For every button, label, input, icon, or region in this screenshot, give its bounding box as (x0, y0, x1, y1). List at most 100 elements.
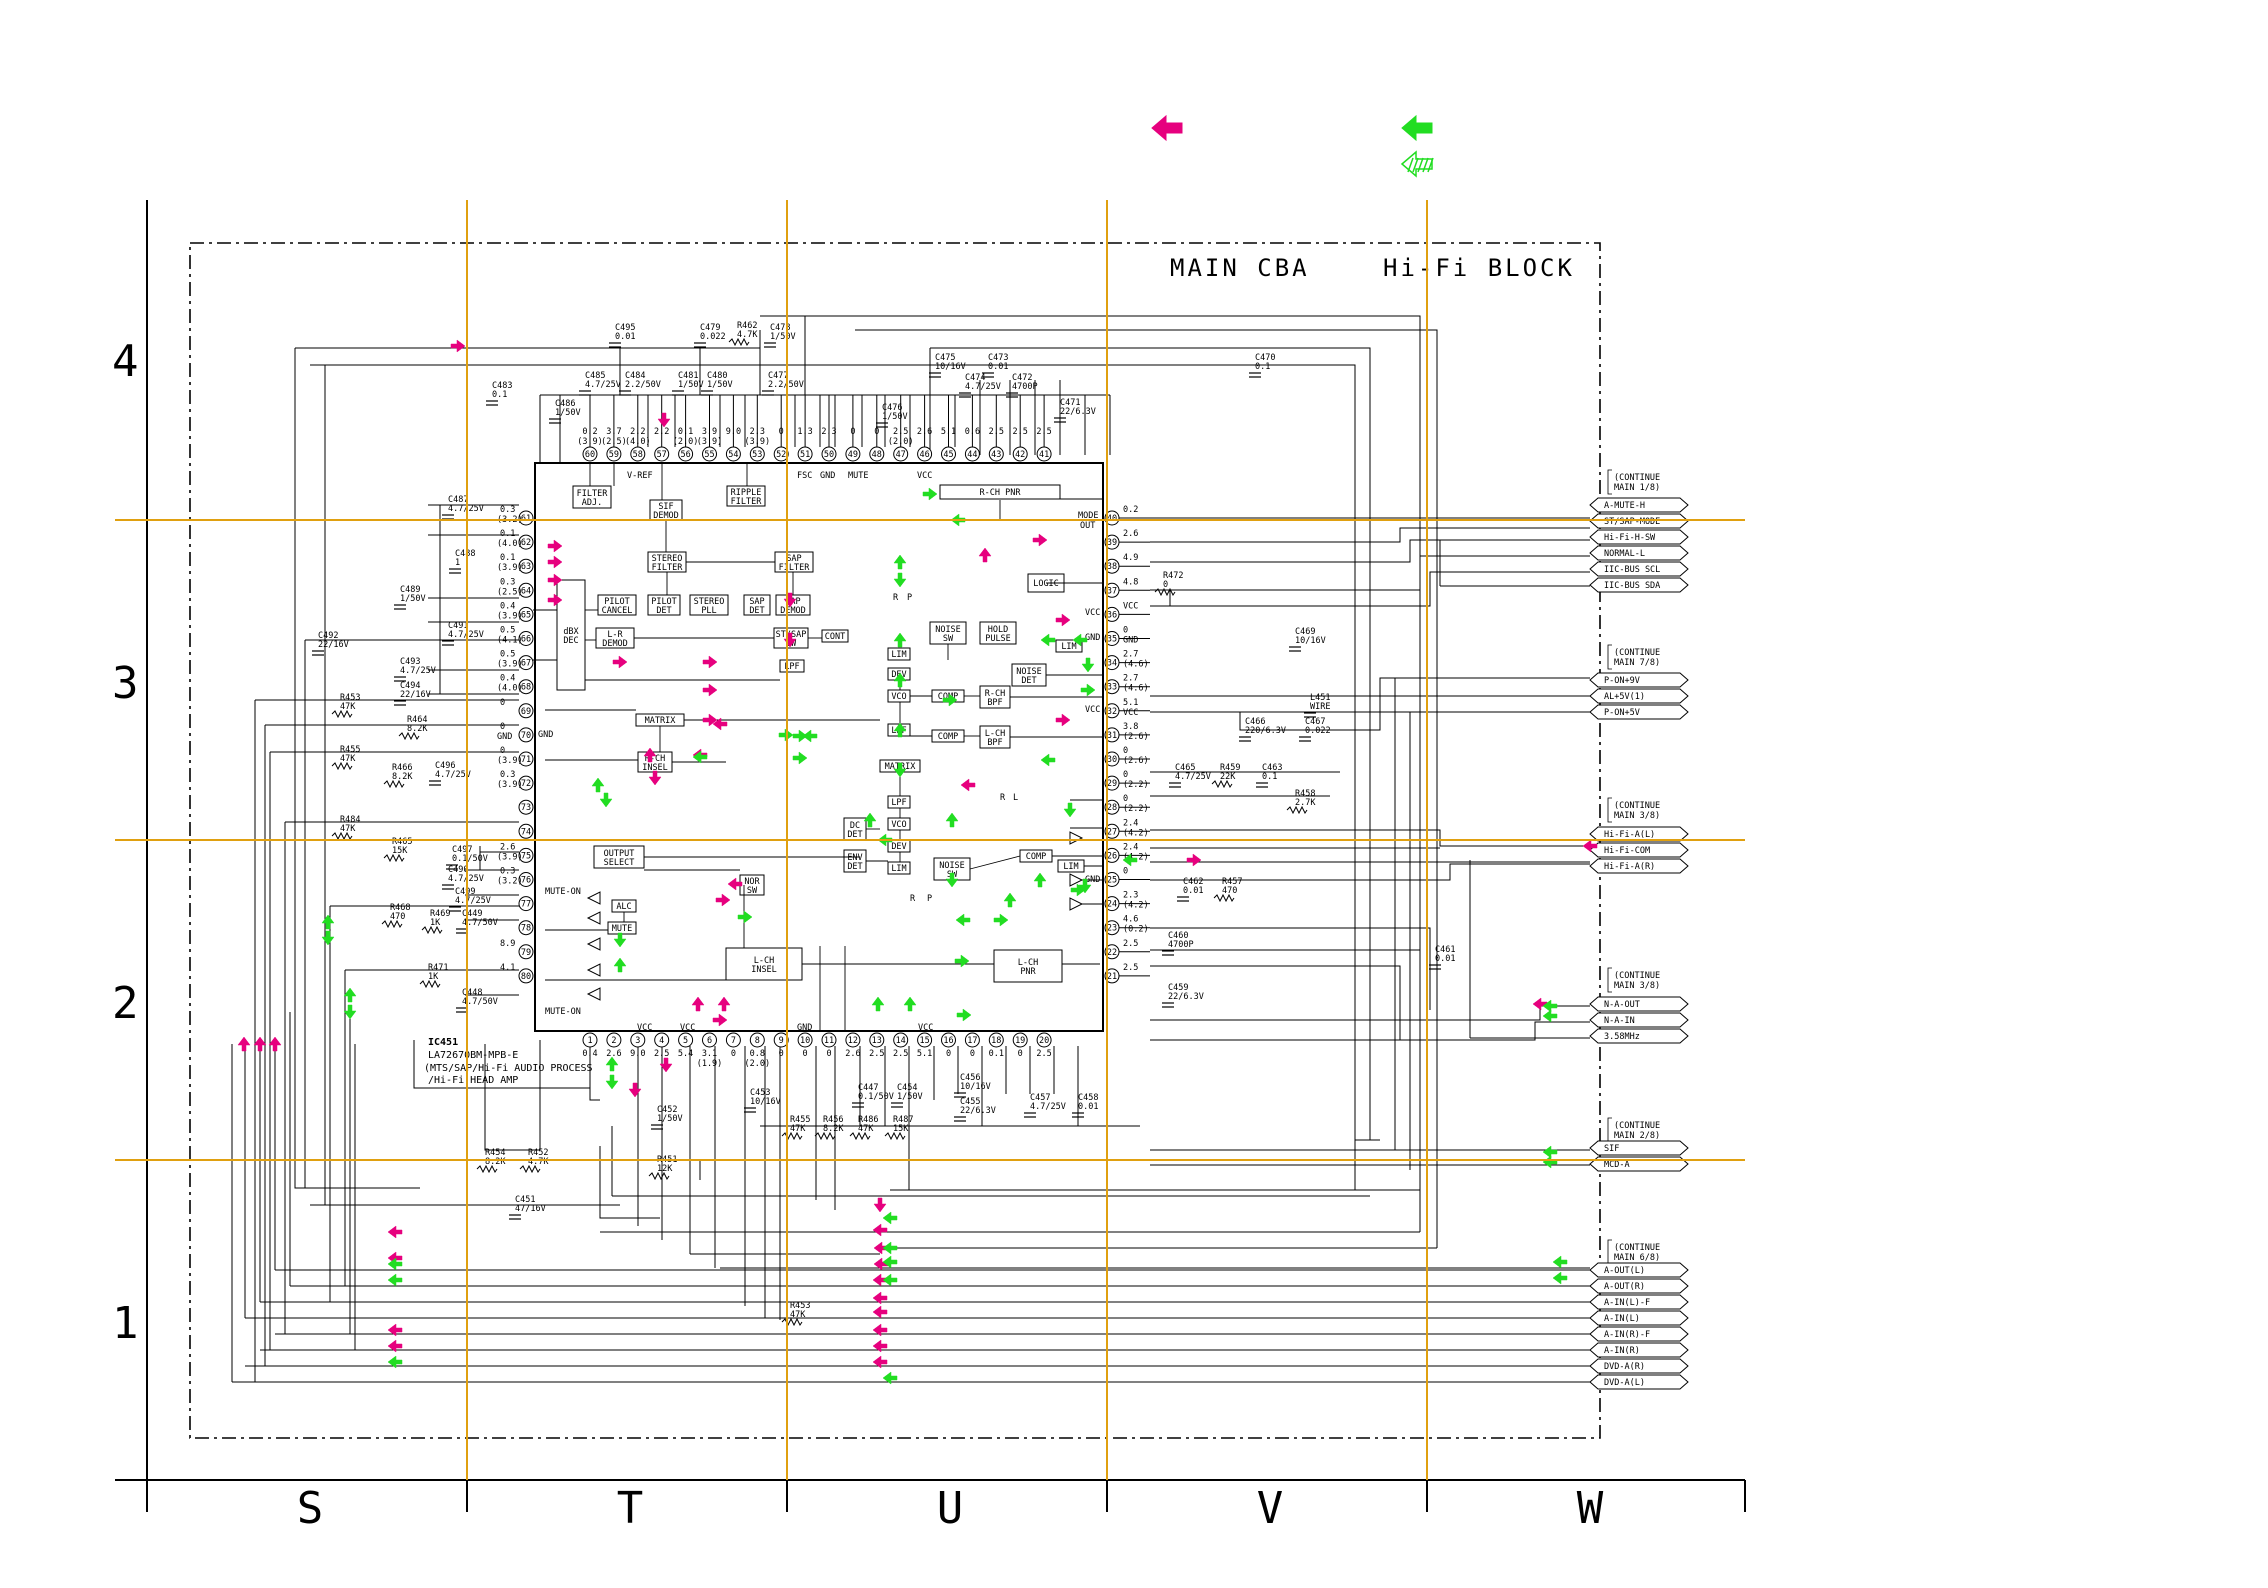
connector-label-normal-l: NORMAL-L (1604, 549, 1645, 559)
component-C490-value: 4.7/25V (448, 874, 484, 884)
component-R484-ref: R484 (340, 815, 360, 825)
ic-label-p: P (927, 894, 932, 904)
ic-label-vcc-pin: VCC (1085, 705, 1100, 715)
pin-61 (518, 510, 534, 526)
connector-label-hi-fi-com: Hi-Fi-COM (1604, 846, 1650, 856)
green-flow-arrow (321, 930, 335, 946)
pin-number-26: 26 (1107, 851, 1117, 861)
green-flow-arrow (945, 872, 959, 888)
green-flow-arrow (1040, 753, 1056, 767)
component-C497-value: 0.1/50V (452, 854, 488, 864)
wire (1150, 863, 1590, 881)
block-comp-a-label1: COMP (938, 692, 958, 702)
pink-flow-arrow (872, 1355, 888, 1369)
component-R464-value: 8.2K (407, 724, 428, 734)
pin-63 (518, 558, 534, 574)
component-C472-ref: C472 (1012, 373, 1032, 383)
component-C499-ref: C499 (455, 887, 475, 897)
component-C462-ref: C462 (1183, 877, 1203, 887)
component-C458-value: 0.01 (1078, 1102, 1098, 1112)
pin-voltage2-65: (3.9) (497, 611, 523, 621)
component-R454-value: 8.2K (485, 1157, 506, 1167)
resistor-symbol (849, 1131, 871, 1141)
block-hold-pulse-label1: HOLD (988, 625, 1008, 635)
pink-flow-arrow (873, 1197, 887, 1213)
component-R465-ref: R465 (392, 837, 412, 847)
connector-group-5-main: MAIN 6/8) (1614, 1253, 1660, 1263)
resistor-symbol (781, 1317, 803, 1327)
pink-flow-arrow (872, 1305, 888, 1319)
pin-voltage-21: 2.5 (1123, 963, 1138, 973)
resistor-symbol (1154, 587, 1176, 597)
wire (855, 329, 1438, 1248)
col-label-S: S (297, 1483, 324, 1534)
legend-green-hatched-arrow-hatch (1407, 157, 1414, 173)
green-flow-arrow (387, 1257, 403, 1271)
connector-group-0-main: MAIN 1/8) (1614, 483, 1660, 493)
component-C467-ref: C467 (1305, 717, 1325, 727)
component-C476-value: 1/50V (882, 412, 908, 422)
component-C494-ref: C494 (400, 681, 420, 691)
component-R464-ref: R464 (407, 715, 427, 725)
amp-triangle (586, 937, 601, 951)
ic-desc2: /Hi-Fi HEAD AMP (428, 1075, 518, 1086)
connector-dvd-a-l- (1589, 1374, 1689, 1390)
connector-a-in-r-f (1589, 1326, 1689, 1342)
connector-label-a-in-l-: A-IN(L) (1604, 1314, 1640, 1324)
pin-number-27: 27 (1107, 827, 1117, 837)
wire (1150, 829, 1590, 847)
resistor-symbol (814, 1131, 836, 1141)
pin-voltage-71: 0 (500, 746, 505, 756)
component-R459-ref: R459 (1220, 763, 1240, 773)
pin-number-10: 10 (800, 1036, 810, 1046)
resistor-symbol (884, 1131, 906, 1141)
connector-label-al-5v-1-: AL+5V(1) (1604, 692, 1645, 702)
pin-voltage-24: 2.3 (1123, 891, 1138, 901)
component-R456-value: 8.2K (823, 1124, 844, 1134)
green-flow-arrow (591, 777, 605, 793)
pin-number-58: 58 (633, 450, 643, 460)
component-C460-value: 4700P (1168, 940, 1194, 950)
pink-flow-arrow (612, 655, 628, 669)
component-R471-value: 1K (428, 972, 439, 982)
pin-voltage2-33: (4.6) (1123, 684, 1149, 694)
pin-79 (518, 944, 534, 960)
component-C493-ref: C493 (400, 657, 420, 667)
block-lr-demod-label2: DEMOD (602, 639, 628, 649)
connector-label-hi-fi-a-l-: Hi-Fi-A(L) (1604, 830, 1655, 840)
amp-triangle (586, 987, 601, 1001)
green-flow-arrow (1542, 1155, 1558, 1169)
pin-number-69: 69 (521, 707, 531, 717)
block-lim-b-label1: LIM (891, 650, 906, 660)
connector-label-hi-fi-h-sw: Hi-Fi-H-SW (1604, 533, 1656, 543)
connector-label-a-out-l-: A-OUT(L) (1604, 1266, 1645, 1276)
amp-triangle (586, 963, 601, 977)
connector-label-n-a-out: N-A-OUT (1604, 1000, 1640, 1010)
ic-label-mode_out1: MODE (1078, 511, 1098, 521)
pin-voltage-4: 2.5 (654, 1049, 669, 1059)
component-C449-value: 4.7/50V (462, 918, 498, 928)
component-C474-value: 4.7/25V (965, 382, 1001, 392)
component-C470-value: 0.1 (1255, 362, 1270, 372)
block-lim-c (887, 861, 911, 875)
pink-flow-arrow (1186, 853, 1202, 867)
block-nor-sw-label1: NOR (744, 877, 760, 887)
pin-68 (518, 679, 534, 695)
block-env-det-label1: ENV (847, 853, 862, 863)
block-lim-d-label1: LIM (1063, 862, 1078, 872)
component-R469-ref: R469 (430, 909, 450, 919)
pin-voltage2-64: (2.5) (497, 587, 523, 597)
wire (805, 315, 1421, 1232)
connector-group-3-cont: (CONTINUE (1614, 971, 1660, 981)
block-pilot-cancel (597, 594, 637, 616)
pin-voltage-10: 0 (803, 1049, 808, 1059)
green-flow-arrow (1063, 802, 1077, 818)
ic-label-mute_on2: MUTE-ON (545, 1007, 581, 1017)
green-flow-arrow (1080, 683, 1096, 697)
green-flow-arrow (1081, 657, 1095, 673)
pin-voltage-72: 0.3 (500, 770, 515, 780)
pin-number-76: 76 (521, 876, 531, 886)
pin-voltage-23: 4.6 (1123, 915, 1138, 925)
legend-pink-arrow (1151, 114, 1183, 142)
